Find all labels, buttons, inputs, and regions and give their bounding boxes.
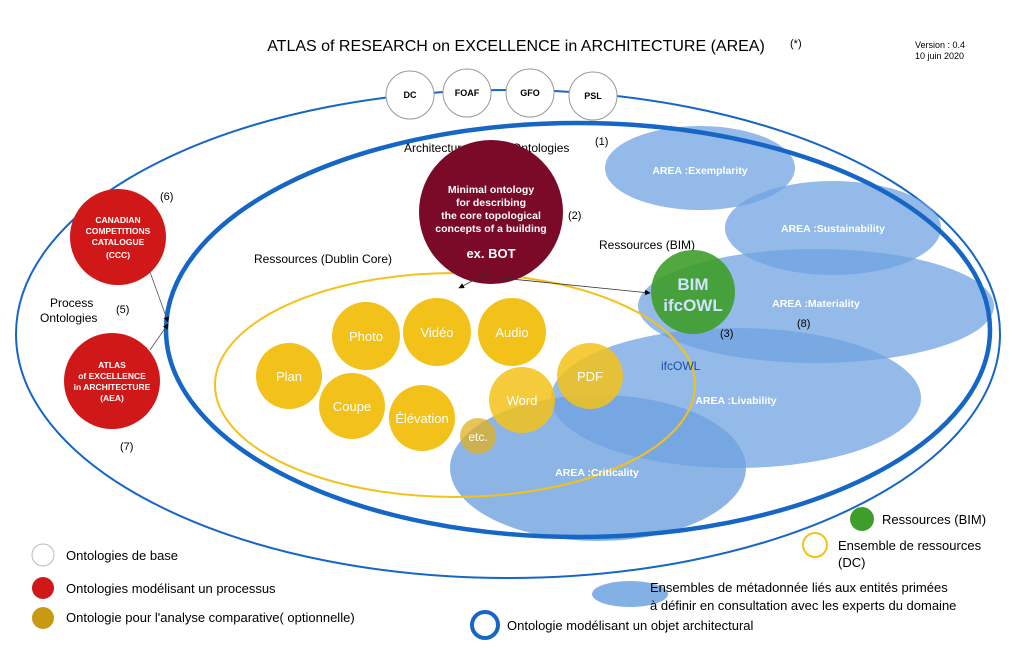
aea-process-ontology: ATLAS of EXCELLENCE in ARCHITECTURE (AEA… bbox=[64, 333, 160, 429]
svg-text:(CCC): (CCC) bbox=[106, 250, 130, 260]
svg-text:etc.: etc. bbox=[468, 430, 487, 444]
svg-text:BIM: BIM bbox=[677, 275, 708, 294]
label-number-1: (1) bbox=[595, 136, 608, 148]
area-exemplarity-ellipse bbox=[605, 126, 795, 210]
area-criticality-label: AREA :Criticality bbox=[555, 467, 639, 479]
diagram-title: ATLAS of RESEARCH on EXCELLENCE in ARCHI… bbox=[267, 38, 765, 55]
dc-resource-audio: Audio bbox=[478, 298, 546, 366]
bot-minimal-ontology: Minimal ontology for describing the core… bbox=[419, 140, 563, 284]
legend-metadata-sets: Ensembles de métadonnée liés aux entités… bbox=[592, 580, 956, 613]
dc-resource-plan: Plan bbox=[256, 343, 322, 409]
svg-text:Ensemble de ressources: Ensemble de ressources bbox=[838, 538, 982, 553]
svg-text:Coupe: Coupe bbox=[333, 399, 371, 414]
svg-text:Ressources (BIM): Ressources (BIM) bbox=[882, 512, 986, 527]
svg-text:in ARCHITECTURE: in ARCHITECTURE bbox=[74, 382, 151, 392]
svg-text:Ontologies de base: Ontologies de base bbox=[66, 548, 178, 563]
svg-text:of EXCELLENCE: of EXCELLENCE bbox=[78, 371, 146, 381]
date-label: 10 juin 2020 bbox=[915, 51, 964, 61]
base-ontology-psl: PSL bbox=[568, 71, 618, 121]
area-sustainability-label: AREA :Sustainability bbox=[781, 223, 885, 235]
label-number-3: (3) bbox=[720, 328, 733, 340]
ressources-dc-label: Ressources (Dublin Core) bbox=[254, 252, 392, 266]
architectural-object-ontologies-ellipse bbox=[163, 120, 993, 540]
legend-architectural-object-ontology: Ontologie modélisant un objet architectu… bbox=[470, 610, 754, 640]
svg-text:Audio: Audio bbox=[495, 325, 528, 340]
dc-resource-pdf: PDF bbox=[557, 343, 623, 409]
dc-resource-video: Vidéo bbox=[403, 298, 471, 366]
label-number-6: (6) bbox=[160, 191, 173, 203]
svg-text:COMPETITIONS: COMPETITIONS bbox=[86, 226, 151, 236]
svg-text:FOAF: FOAF bbox=[455, 88, 480, 98]
legend-dc-resource-set: Ensemble de ressources (DC) bbox=[802, 532, 982, 570]
svg-text:DC: DC bbox=[404, 90, 417, 100]
svg-text:ifcOWL: ifcOWL bbox=[663, 296, 723, 315]
arrow-aea-to-arch bbox=[149, 323, 169, 351]
svg-text:GFO: GFO bbox=[520, 88, 540, 98]
svg-text:Minimal ontology: Minimal ontology bbox=[448, 184, 534, 196]
svg-text:CATALOGUE: CATALOGUE bbox=[92, 237, 145, 247]
svg-text:(AEA): (AEA) bbox=[100, 393, 124, 403]
legend-bim-resources: Ressources (BIM) bbox=[850, 507, 986, 531]
svg-text:à définir en consultation avec: à définir en consultation avec les exper… bbox=[650, 598, 956, 613]
ccc-process-ontology: CANADIAN COMPETITIONS CATALOGUE (CCC) bbox=[70, 189, 166, 285]
svg-text:Ensembles de métadonnée liés a: Ensembles de métadonnée liés aux entités… bbox=[650, 580, 948, 595]
svg-text:PDF: PDF bbox=[577, 369, 603, 384]
area-livability-label: AREA :Livability bbox=[695, 395, 776, 407]
base-ontology-dc: DC bbox=[385, 70, 435, 120]
legend-process-ontologies: Ontologies modélisant un processus bbox=[32, 577, 276, 599]
arrow-bot-to-dc bbox=[458, 271, 490, 289]
dc-resource-word: Word bbox=[489, 367, 555, 433]
label-number-7: (7) bbox=[120, 441, 133, 453]
svg-text:the core topological: the core topological bbox=[441, 210, 541, 222]
bim-ifcowl-resource: BIM ifcOWL bbox=[651, 250, 735, 334]
svg-text:(DC): (DC) bbox=[838, 555, 865, 570]
svg-text:Vidéo: Vidéo bbox=[420, 325, 453, 340]
dc-resource-elevation: Élévation bbox=[389, 385, 455, 451]
svg-text:Word: Word bbox=[507, 393, 538, 408]
process-ontologies-label-line1: Process bbox=[50, 296, 93, 310]
legend-comparative-ontology: Ontologie pour l'analyse comparative( op… bbox=[32, 607, 355, 629]
ifcowl-label: ifcOWL bbox=[661, 359, 701, 373]
svg-text:Photo: Photo bbox=[349, 329, 383, 344]
svg-text:Élévation: Élévation bbox=[395, 411, 448, 426]
dc-resource-photo: Photo bbox=[332, 302, 400, 370]
process-ontologies-label-line2: Ontologies bbox=[40, 311, 97, 325]
arrow-ccc-to-arch bbox=[149, 271, 169, 323]
base-ontology-foaf: FOAF bbox=[442, 68, 492, 118]
svg-text:CANADIAN: CANADIAN bbox=[95, 215, 140, 225]
dc-resource-etc: etc. bbox=[460, 418, 496, 454]
svg-text:Ontologie pour l'analyse compa: Ontologie pour l'analyse comparative( op… bbox=[66, 610, 355, 625]
svg-text:for describing: for describing bbox=[456, 197, 526, 209]
label-number-8: (8) bbox=[797, 318, 810, 330]
label-number-5: (5) bbox=[116, 304, 129, 316]
label-number-2: (2) bbox=[568, 210, 581, 222]
svg-text:PSL: PSL bbox=[584, 91, 602, 101]
title-note: (*) bbox=[790, 38, 802, 50]
legend-base-ontologies: Ontologies de base bbox=[31, 543, 178, 567]
version-label: Version : 0.4 bbox=[915, 40, 965, 50]
ressources-bim-label: Ressources (BIM) bbox=[599, 238, 695, 252]
area-exemplarity-label: AREA :Exemplarity bbox=[652, 165, 747, 177]
area-materiality-label: AREA :Materiality bbox=[772, 298, 860, 310]
svg-text:Ontologies modélisant un proce: Ontologies modélisant un processus bbox=[66, 581, 276, 596]
arrow-bot-to-bim bbox=[490, 276, 651, 296]
svg-text:Plan: Plan bbox=[276, 369, 302, 384]
svg-text:Ontologie modélisant un objet: Ontologie modélisant un objet architectu… bbox=[507, 618, 754, 633]
svg-text:ATLAS: ATLAS bbox=[98, 360, 126, 370]
svg-text:concepts of a building: concepts of a building bbox=[435, 223, 546, 235]
dc-resource-coupe: Coupe bbox=[319, 373, 385, 439]
svg-text:ex. BOT: ex. BOT bbox=[466, 246, 515, 261]
base-ontology-gfo: GFO bbox=[505, 68, 555, 118]
